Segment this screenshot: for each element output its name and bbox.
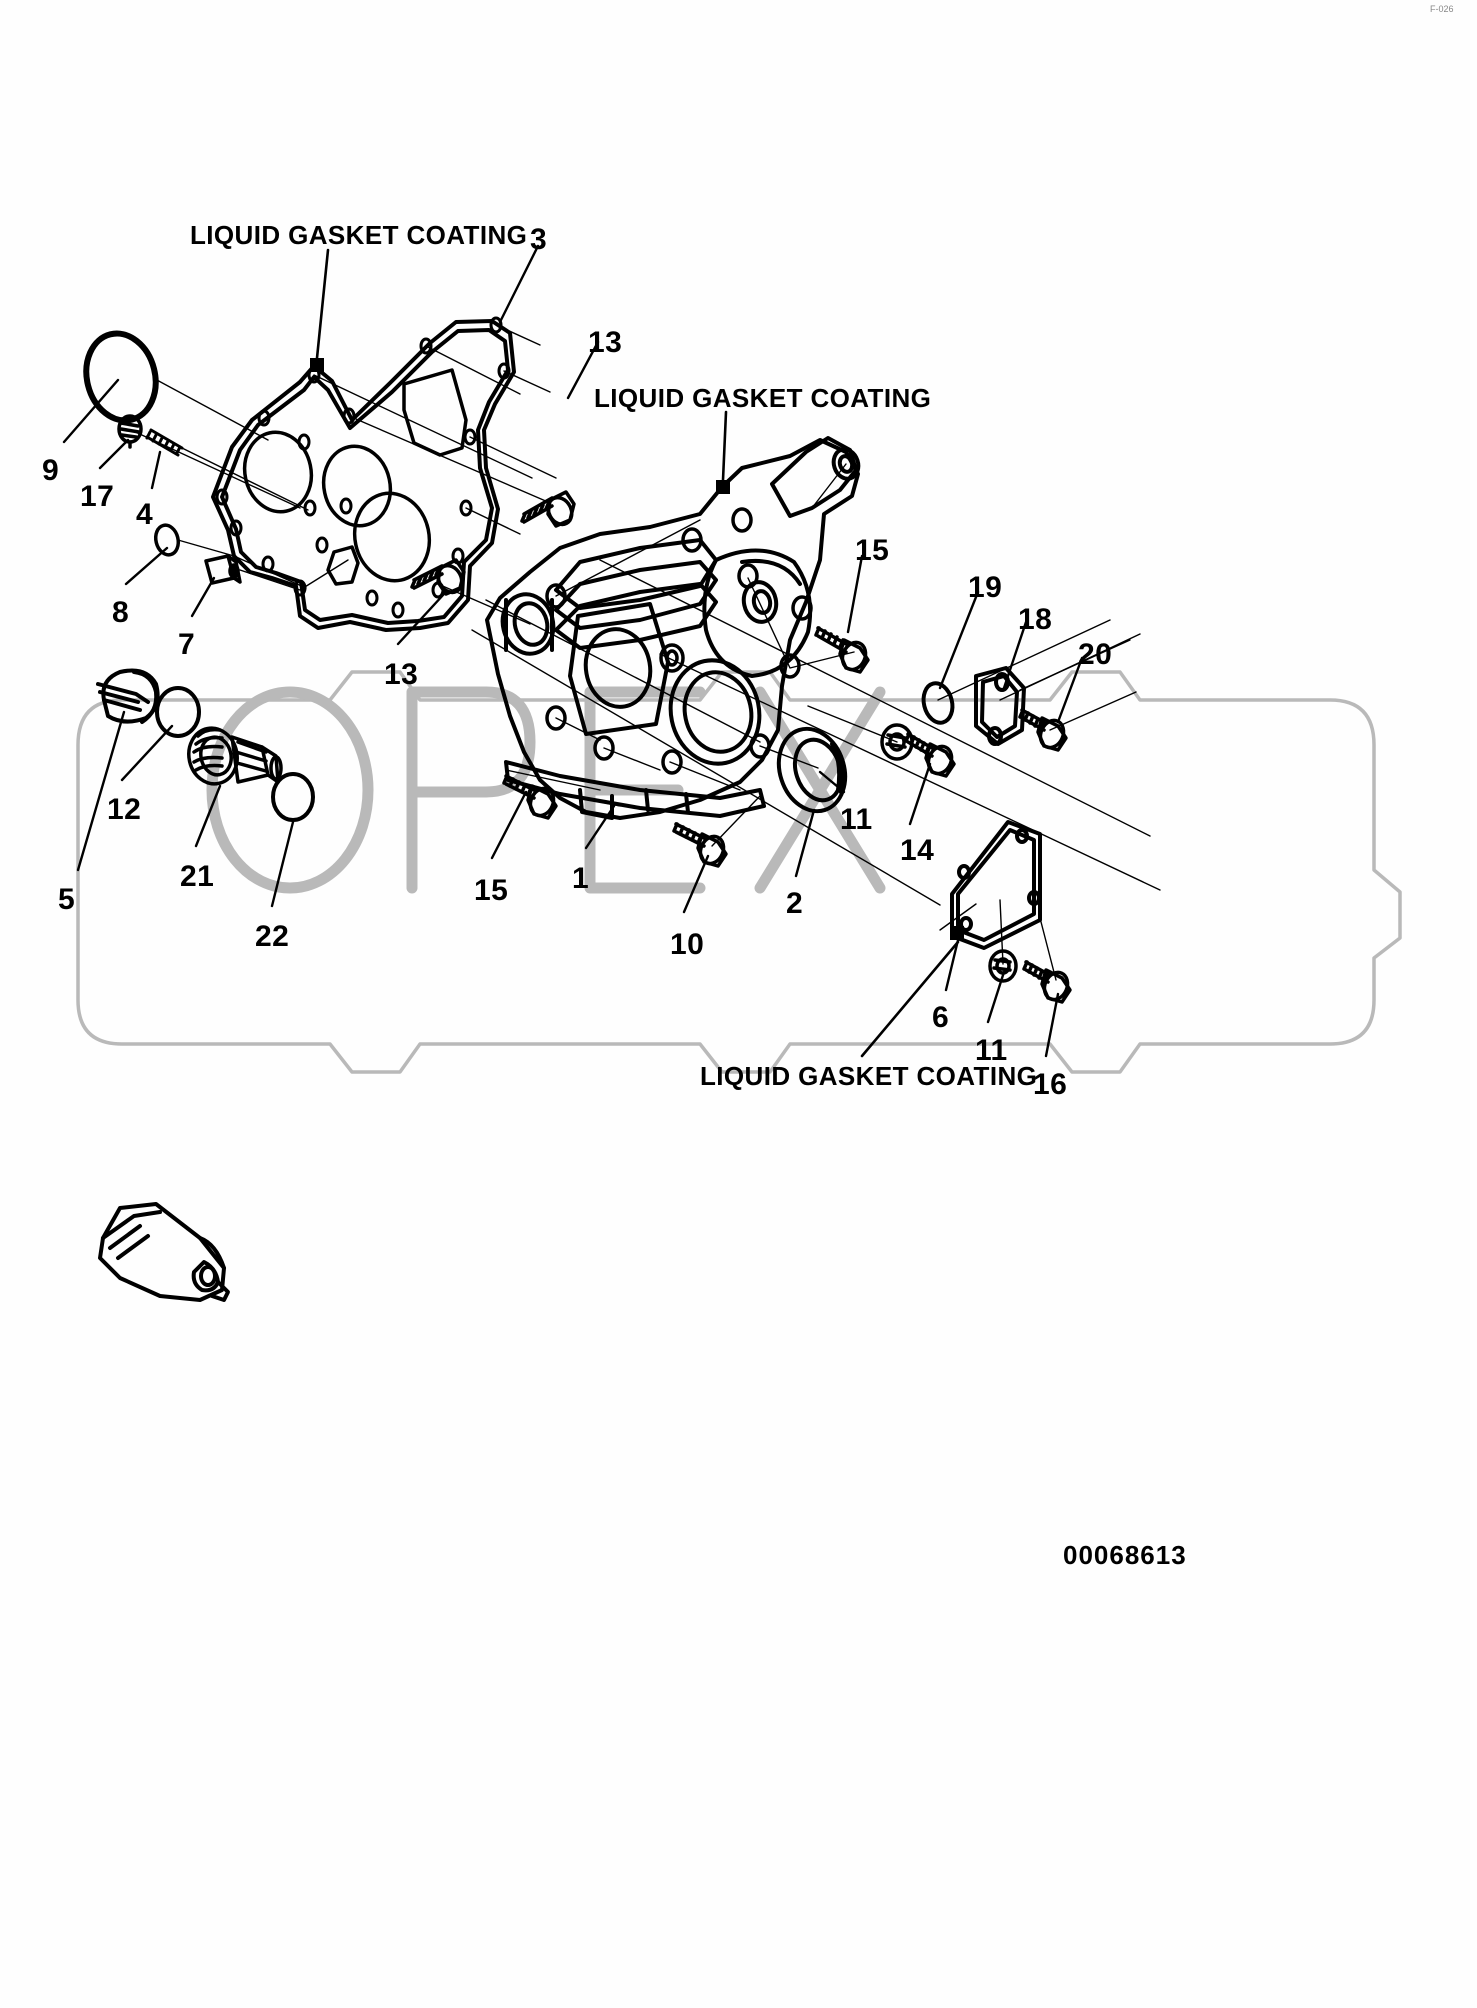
note-leader-lines xyxy=(315,248,960,1058)
callout-7: 7 xyxy=(178,628,196,661)
bolt-16 xyxy=(1022,960,1072,1004)
cover-plate-part xyxy=(950,820,1042,950)
callout-13-top: 13 xyxy=(588,326,623,359)
callout-19: 19 xyxy=(968,571,1003,604)
callout-10: 10 xyxy=(670,928,705,961)
callout-8: 8 xyxy=(112,596,130,629)
washer-14-part xyxy=(880,723,914,761)
callout-1: 1 xyxy=(572,862,590,895)
note-liquid-gasket-coating-2: LIQUID GASKET COATING xyxy=(594,383,932,413)
callout-13-mid: 13 xyxy=(384,658,419,691)
note-liquid-gasket-coating-1: LIQUID GASKET COATING xyxy=(190,220,528,250)
callout-11-seal: 11 xyxy=(840,803,873,836)
bolt-top xyxy=(520,490,576,528)
nut-part xyxy=(117,414,143,449)
callout-2: 2 xyxy=(786,887,804,920)
callout-4: 4 xyxy=(136,498,154,531)
callout-9: 9 xyxy=(42,454,60,487)
callout-15-right: 15 xyxy=(855,534,890,567)
assembly-lines xyxy=(130,324,1161,981)
bolt-10 xyxy=(672,822,728,868)
gear-case-housing-part xyxy=(485,436,861,820)
callout-3: 3 xyxy=(530,223,548,256)
callout-6: 6 xyxy=(932,1001,950,1034)
callout-22: 22 xyxy=(255,920,290,953)
callout-11-washer: 11 xyxy=(975,1034,1008,1067)
callout-20: 20 xyxy=(1078,638,1113,671)
liquid-gasket-tube-part xyxy=(98,1202,230,1302)
callout-16: 16 xyxy=(1033,1068,1068,1101)
oil-seal-part xyxy=(776,726,848,814)
gasket-coating-markers xyxy=(310,358,964,940)
dowel-pin-part xyxy=(204,554,242,585)
bolt-15-left xyxy=(502,774,558,820)
callout-leader-lines xyxy=(62,244,1084,1058)
callout-17: 17 xyxy=(80,480,115,513)
bolt-15-right xyxy=(814,626,870,674)
o-ring-plug-part xyxy=(155,686,201,738)
callout-5: 5 xyxy=(58,883,76,916)
callout-15-left: 15 xyxy=(474,874,509,907)
cup-plug-part xyxy=(96,668,160,724)
callout-12: 12 xyxy=(107,793,142,826)
o-ring-19-part xyxy=(921,681,955,725)
sheet-id: 00068613 xyxy=(1063,1540,1187,1570)
callout-18: 18 xyxy=(1018,603,1053,636)
corner-registration-mark: F-026 xyxy=(1430,4,1454,14)
note-liquid-gasket-coating-3: LIQUID GASKET COATING xyxy=(700,1061,1038,1091)
o-ring-small-part xyxy=(153,523,181,557)
o-ring-large-part xyxy=(83,330,159,424)
nozzle-assembly-part xyxy=(187,726,283,786)
o-ring-nozzle-part xyxy=(271,772,315,822)
callout-14: 14 xyxy=(900,834,935,867)
callout-21: 21 xyxy=(180,860,215,893)
gasket-bores xyxy=(242,368,468,586)
